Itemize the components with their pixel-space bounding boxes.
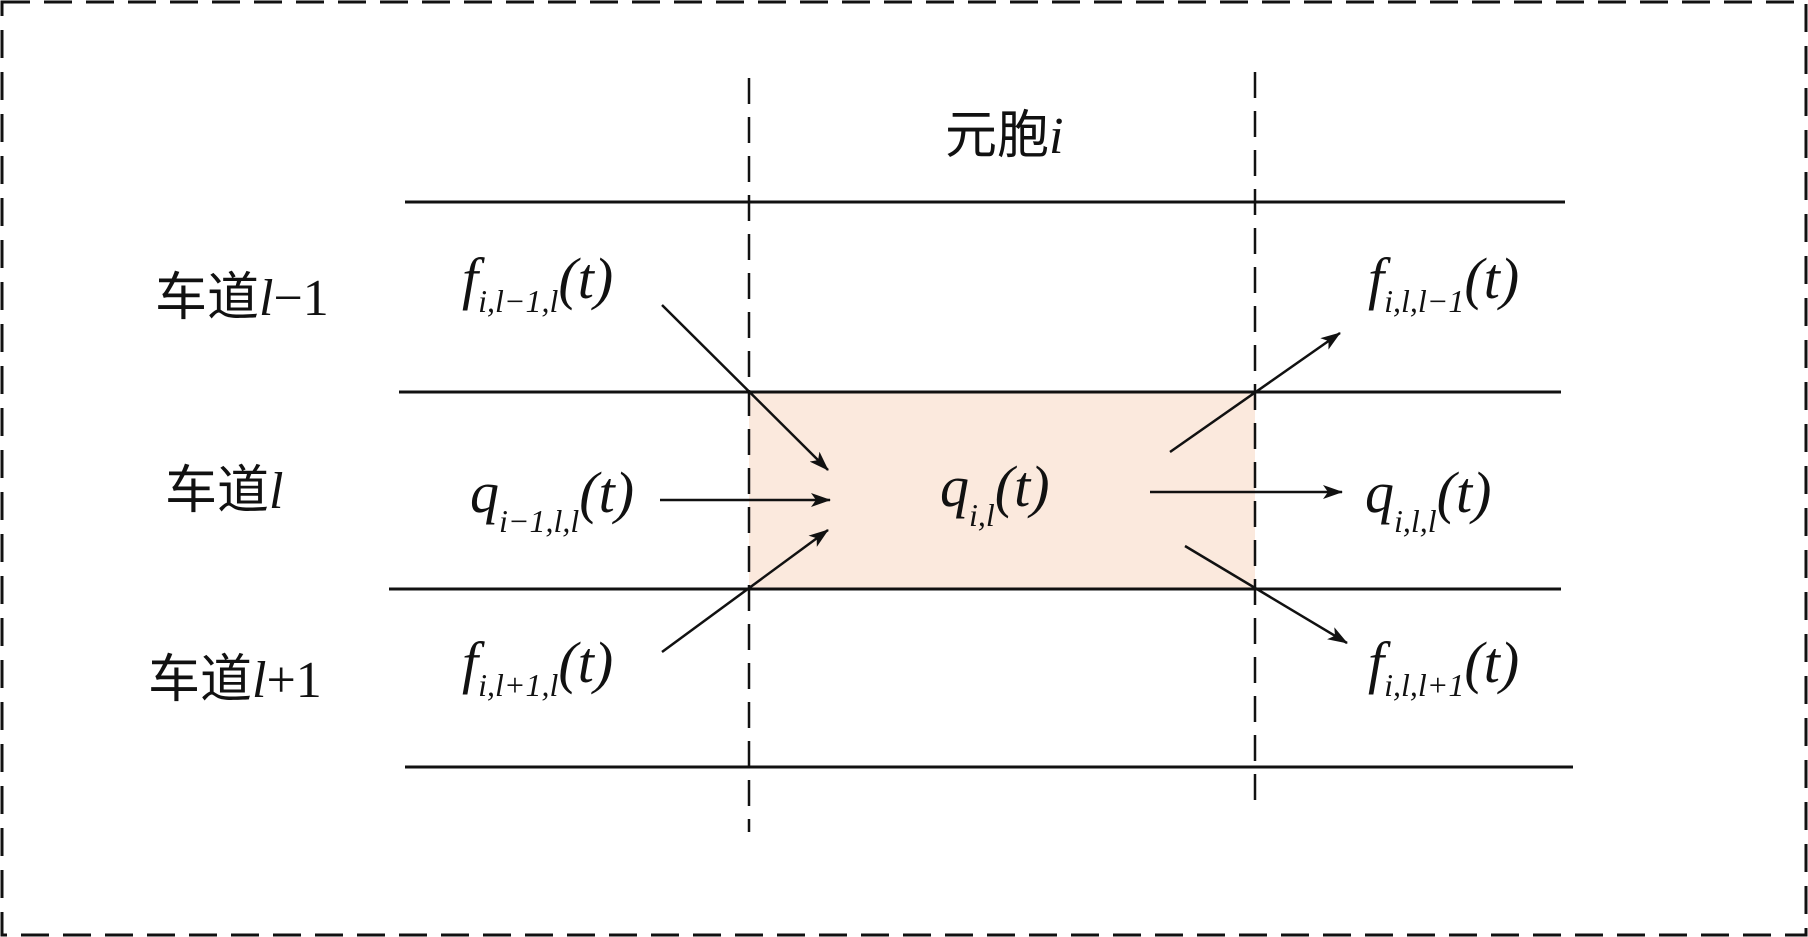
lane-label-middle: 车道l bbox=[165, 461, 283, 521]
cell-highlight bbox=[749, 392, 1255, 588]
lane-label-middle-text: 车道 bbox=[165, 461, 269, 521]
flow-subscript: i,l,l bbox=[1394, 503, 1437, 539]
flow-argument: (t) bbox=[995, 454, 1050, 519]
arrow-f-out-bottom bbox=[1184, 544, 1348, 645]
lane-label-lower-var: l bbox=[252, 652, 266, 709]
flow-argument: (t) bbox=[1464, 246, 1519, 311]
flow-subscript: i,l+1,l bbox=[478, 667, 558, 703]
flow-label-q-in: qi−1,l,l(t) bbox=[470, 460, 634, 539]
lane-label-middle-var: l bbox=[269, 463, 283, 520]
lane-label-upper-var: l bbox=[259, 270, 273, 327]
cell-label: 元胞i bbox=[945, 106, 1063, 166]
flow-symbol: q bbox=[940, 454, 969, 519]
flow-subscript: i,l−1,l bbox=[478, 283, 558, 319]
flow-label-f-out-bottom: fi,l,l+1(t) bbox=[1368, 630, 1519, 703]
flow-label-f-in-bottom: fi,l+1,l(t) bbox=[462, 630, 613, 703]
flow-label-q-cell: qi,l(t) bbox=[940, 454, 1050, 533]
flow-subscript: i,l,l−1 bbox=[1384, 283, 1464, 319]
flow-argument: (t) bbox=[579, 460, 634, 525]
flow-argument: (t) bbox=[1464, 630, 1519, 695]
lane-label-upper: 车道l−1 bbox=[155, 268, 329, 328]
flow-label-f-in-top: fi,l−1,l(t) bbox=[462, 246, 613, 319]
arrow-f-in-bottom bbox=[661, 528, 829, 654]
cell-label-text: 元胞 bbox=[945, 106, 1049, 166]
lane-label-upper-text: 车道 bbox=[155, 268, 259, 328]
flow-label-q-out: qi,l,l(t) bbox=[1365, 460, 1491, 539]
lane-label-lower-text: 车道 bbox=[148, 650, 252, 710]
flow-symbol: q bbox=[470, 460, 499, 525]
lane-label-lower: 车道l+1 bbox=[148, 650, 322, 710]
arrow-f-out-top bbox=[1169, 331, 1341, 454]
cell-label-var: i bbox=[1049, 108, 1063, 165]
flow-argument: (t) bbox=[1437, 460, 1492, 525]
arrow-f-in-top bbox=[661, 304, 829, 471]
lane-label-lower-suffix: +1 bbox=[266, 652, 321, 709]
flow-subscript: i,l,l+1 bbox=[1384, 667, 1464, 703]
flow-subscript: i,l bbox=[969, 497, 995, 533]
flow-label-f-out-top: fi,l,l−1(t) bbox=[1368, 246, 1519, 319]
lane-label-upper-suffix: −1 bbox=[273, 270, 328, 327]
flow-argument: (t) bbox=[558, 630, 613, 695]
flow-subscript: i−1,l,l bbox=[499, 503, 579, 539]
flow-argument: (t) bbox=[558, 246, 613, 311]
flow-symbol: q bbox=[1365, 460, 1394, 525]
